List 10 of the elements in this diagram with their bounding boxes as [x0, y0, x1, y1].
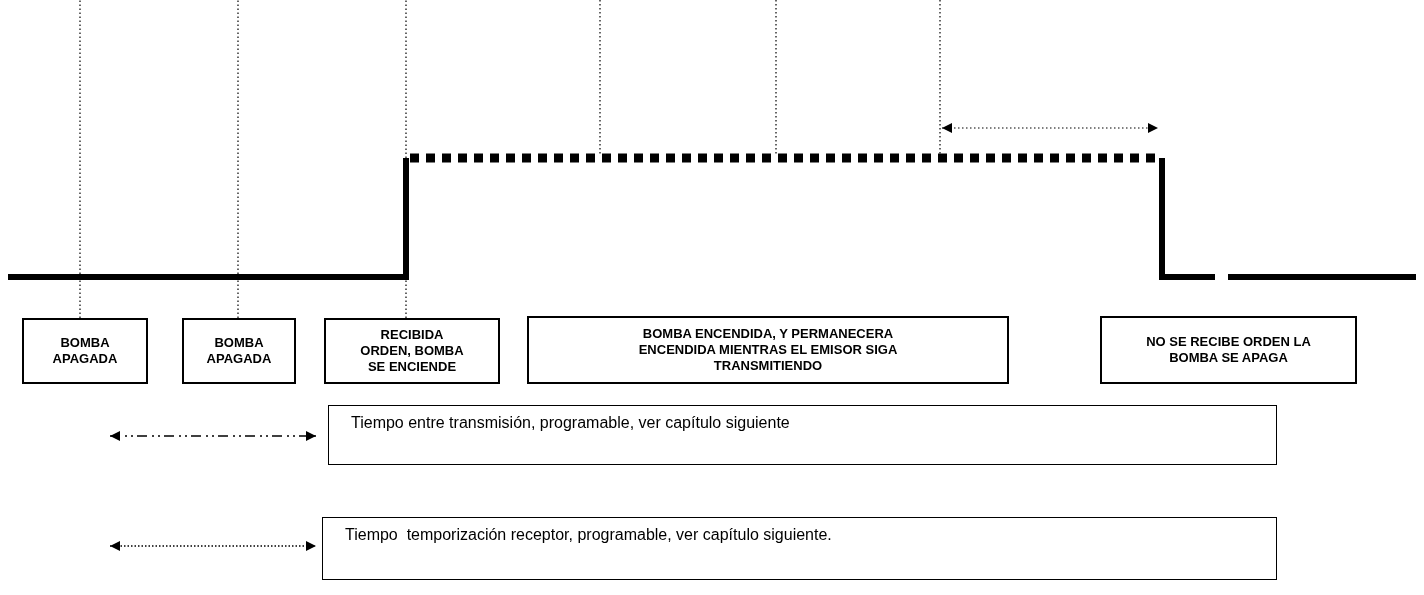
state-label-box: BOMBA APAGADA [22, 318, 148, 384]
legend-label: Tiempo temporización receptor, programable, ver capítulo siguiente. [322, 517, 1277, 580]
leader-line [405, 0, 407, 319]
state-label-box: BOMBA APAGADA [182, 318, 296, 384]
state-label-box: NO SE RECIBE ORDEN LA BOMBA SE APAGA [1100, 316, 1357, 384]
state-label-box: BOMBA ENCENDIDA, Y PERMANECERA ENCENDIDA MIENTRAS EL EMISOR SIGA TRANSMITIENDO [527, 316, 1009, 384]
leader-line [79, 0, 81, 319]
state-label-box: RECIBIDA ORDEN, BOMBA SE ENCIENDE [324, 318, 500, 384]
legend-label: Tiempo entre transmisión, programable, ver capítulo siguiente [328, 405, 1277, 465]
leader-line [237, 0, 239, 319]
